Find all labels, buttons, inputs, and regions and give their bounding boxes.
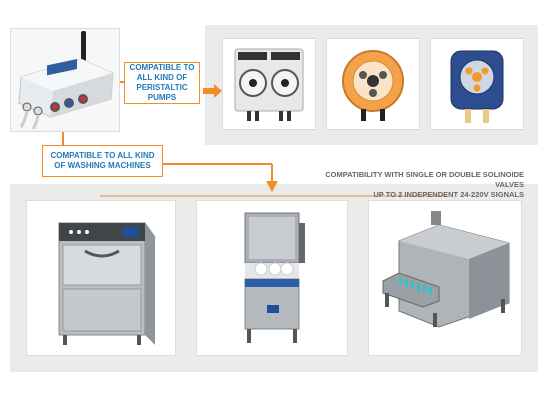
machines-callout: COMPATIBLE TO ALL KIND OF WASHING MACHIN… — [42, 145, 163, 177]
arrow-to-machines — [266, 181, 278, 192]
pumps-callout: COMPATIBLE TO ALL KIND OF PERISTALTIC PU… — [124, 62, 200, 104]
orange-peristaltic-pump-image — [342, 50, 404, 121]
machine-card-conveyor — [368, 200, 522, 356]
pump-card-double — [222, 38, 316, 130]
arrow-to-pumps — [203, 84, 222, 98]
controller-device-image — [18, 31, 114, 130]
hood-dishwasher-image — [244, 212, 305, 343]
machine-card-hood — [196, 200, 348, 356]
machine-card-undercounter — [26, 200, 176, 356]
controller-card — [10, 28, 120, 132]
pump-card-blue — [430, 38, 524, 130]
machines-callout-text: COMPATIBLE TO ALL KIND OF WASHING MACHIN… — [50, 151, 155, 170]
blue-peristaltic-pump-image — [450, 50, 504, 123]
compatibility-note-line1: COMPATIBILITY WITH SINGLE OR DOUBLE SOLI… — [325, 170, 524, 189]
compatibility-note: COMPATIBILITY WITH SINGLE OR DOUBLE SOLI… — [300, 170, 524, 200]
undercounter-dishwasher-image — [58, 222, 156, 345]
double-peristaltic-pump-image — [234, 48, 304, 121]
compatibility-note-line2: UP TO 2 INDEPENDENT 24-220V SIGNALS — [373, 190, 524, 199]
pump-card-orange — [326, 38, 420, 130]
pumps-callout-text: COMPATIBLE TO ALL KIND OF PERISTALTIC PU… — [129, 63, 195, 102]
conveyor-dishwasher-image — [382, 211, 510, 328]
